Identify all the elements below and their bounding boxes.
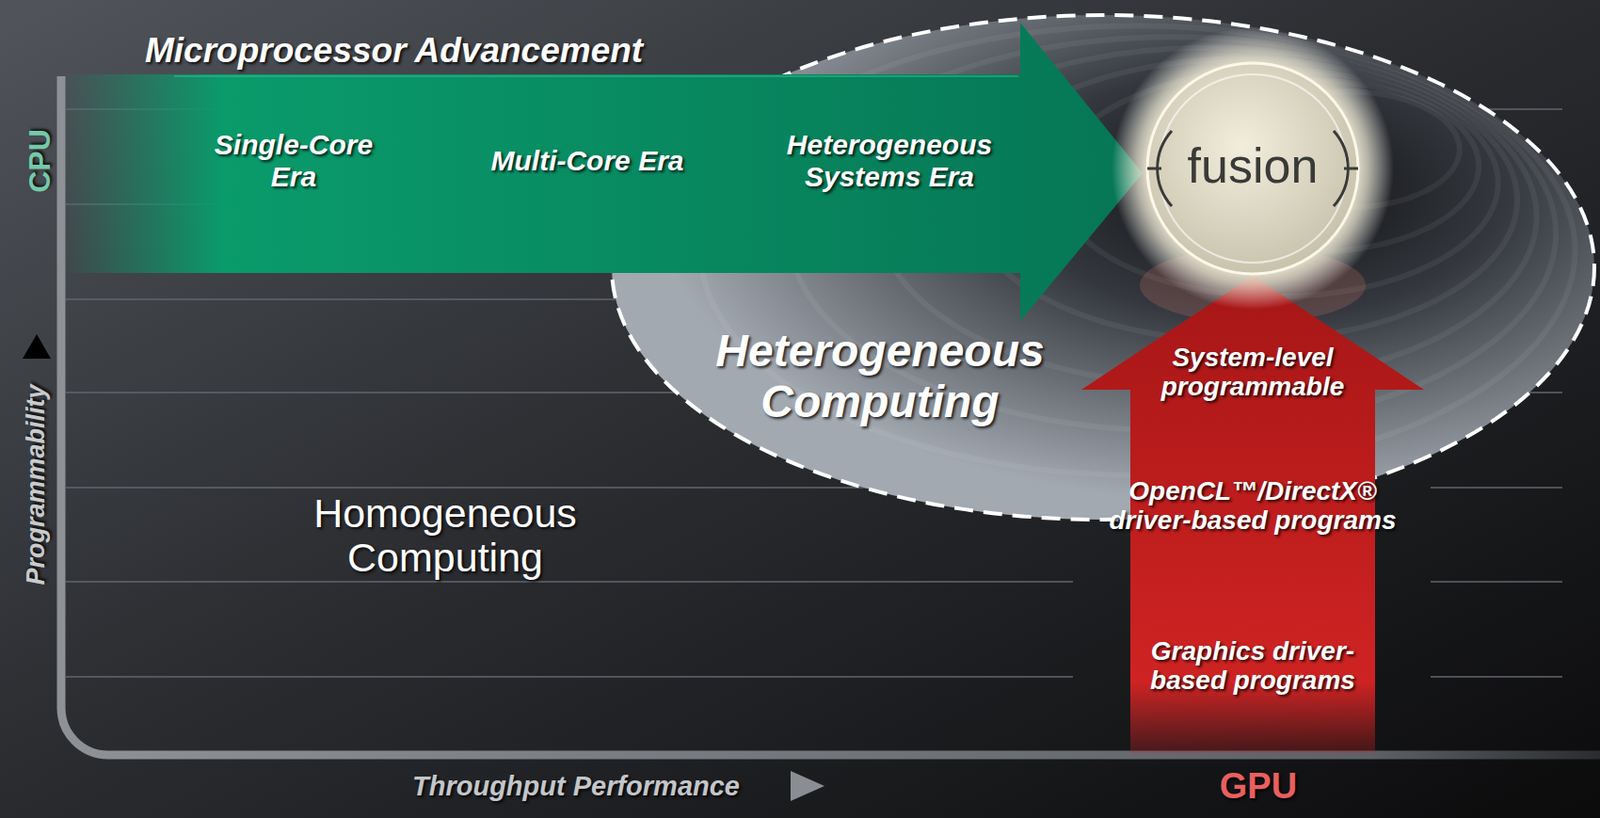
- axis-label: GPU: [1219, 766, 1297, 807]
- heterogeneous-ellipse: Heterogeneous Computing fusion: [608, 12, 1598, 523]
- region-label: Heterogeneous Computing: [677, 325, 1083, 428]
- axis-label: Programmability: [21, 384, 50, 585]
- arrow-body: [1081, 275, 1424, 753]
- logo-brackets: [1147, 130, 1359, 207]
- logo-ring: [1158, 74, 1347, 263]
- region-label: Homogeneous Computing: [289, 491, 601, 581]
- arrow-body: [61, 22, 1143, 321]
- axis-label: CPU: [23, 128, 58, 193]
- axis-label: Throughput Performance: [412, 770, 740, 801]
- logo-disc: [1147, 63, 1359, 274]
- arrow-glow: [1139, 247, 1366, 323]
- dashed-outline: [611, 15, 1595, 520]
- axis-arrow-up: [22, 334, 51, 359]
- arrow-heading: Microprocessor Advancement: [144, 31, 643, 70]
- era-label: Multi-Core Era: [488, 144, 687, 177]
- heterogeneous-ellipse-shape: [608, 12, 1598, 523]
- axis-frame: [61, 76, 1600, 755]
- grid-lines: [65, 109, 1563, 677]
- ellipse-fill: [611, 15, 1595, 520]
- arrow-highlight: [174, 75, 1019, 78]
- axis-arrow-right: [790, 770, 825, 801]
- cpu-arrow: Microprocessor AdvancementSingle-Core Er…: [61, 22, 1143, 321]
- era-label: Single-Core Era: [194, 128, 393, 192]
- fusion-logo: fusion: [1140, 56, 1365, 281]
- stage-label: OpenCL™/DirectX® driver-based programs: [1097, 476, 1408, 536]
- gpu-arrow: System-level programmableOpenCL™/DirectX…: [1081, 275, 1424, 753]
- logo-glow: [1111, 27, 1394, 310]
- stage-label: System-level programmable: [1144, 342, 1361, 402]
- stage-label: Graphics driver-based programs: [1139, 636, 1366, 696]
- era-label: Heterogeneous Systems Era: [762, 128, 1017, 192]
- logo-text: fusion: [1187, 138, 1319, 193]
